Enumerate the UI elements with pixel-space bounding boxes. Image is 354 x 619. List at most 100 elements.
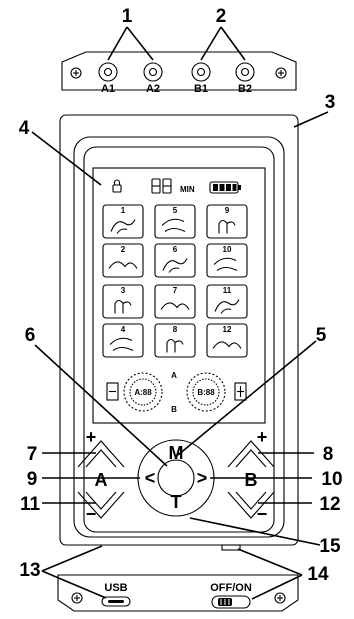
mode-number: 12 [223, 325, 232, 334]
jack-b2-label: B2 [238, 83, 252, 95]
channel-b-button[interactable]: B [245, 470, 258, 490]
minus-a-label: − [86, 504, 97, 524]
plus-b-label: + [257, 427, 268, 447]
screen-plus-box [234, 382, 247, 401]
callout-8: 8 [323, 444, 334, 465]
mode-tile: 3 [102, 284, 144, 319]
callout-13: 13 [19, 560, 40, 581]
top-connector-strip: A1 A2 B1 B2 [61, 51, 297, 95]
mode-tile: 11 [206, 284, 248, 319]
mode-number: 2 [121, 245, 126, 254]
mode-tile: 7 [154, 284, 196, 319]
mode-pictogram-icon [161, 218, 186, 232]
mode-pictogram-icon [160, 302, 190, 310]
minus-a-button[interactable] [77, 491, 125, 519]
jack-b1[interactable]: B1 [191, 62, 211, 95]
mode-number: 1 [121, 206, 126, 215]
mode-number: 5 [173, 206, 178, 215]
callout-11: 11 [20, 494, 41, 515]
dial-a-text: A:88 [134, 388, 152, 397]
mode-pictogram-icon [109, 337, 134, 351]
timer-unit: MIN [180, 185, 195, 194]
mode-tile: 12 [206, 323, 248, 358]
minus-b-label: − [257, 504, 268, 524]
controls: + A − + B − M T < > [77, 427, 275, 524]
timer-button[interactable]: T [171, 492, 182, 512]
mode-number: 3 [121, 286, 126, 295]
power-switch-tab [221, 544, 241, 551]
lock-icon [112, 179, 122, 193]
callout-6: 6 [25, 325, 36, 346]
minus-b-button[interactable] [227, 491, 275, 519]
plus-a-button[interactable] [77, 440, 125, 468]
mode-tile: 8 [154, 323, 196, 358]
jack-a1[interactable]: A1 [98, 62, 118, 95]
plus-a-label: + [86, 427, 97, 447]
bottom-connector-strip: USB OFF/ON [57, 574, 299, 612]
mode-number: 11 [223, 286, 232, 295]
mode-pictogram-icon [213, 257, 238, 271]
callout-5: 5 [316, 325, 327, 346]
mode-number: 8 [173, 325, 178, 334]
callout-leaders [31, 26, 329, 600]
callout-15: 15 [319, 536, 341, 557]
mode-pictogram-icon [166, 338, 184, 353]
screw-icon [71, 592, 83, 604]
screw-icon [275, 67, 287, 79]
callout-2: 2 [216, 6, 227, 27]
channel-a-button[interactable]: A [95, 470, 108, 490]
callout-10: 10 [321, 469, 342, 490]
dial-b-text: B:88 [197, 388, 215, 397]
battery-icon [209, 181, 241, 194]
callout-9: 9 [27, 469, 38, 490]
plus-b-button[interactable] [227, 440, 275, 468]
mode-tile: 4 [102, 323, 144, 358]
dial-channel-b: B:88 [186, 372, 226, 412]
dial-channel-a: A:88 [123, 372, 163, 412]
screen-channel-b: B [171, 405, 177, 414]
mode-number: 7 [173, 286, 178, 295]
mode-tile: 5 [154, 204, 196, 239]
mode-pictogram-icon [162, 258, 188, 273]
usb-port-icon[interactable] [101, 596, 131, 607]
mode-pictogram-icon [108, 261, 138, 269]
power-switch-icon[interactable] [211, 595, 251, 609]
screen-channel-a: A [171, 371, 177, 380]
mode-tile: 2 [102, 243, 144, 278]
callout-3: 3 [325, 92, 336, 113]
mode-number: 10 [223, 245, 232, 254]
callout-4: 4 [19, 118, 30, 139]
screw-icon [70, 67, 82, 79]
power-label: OFF/ON [210, 582, 252, 594]
mode-grid: 1 5 9 2 6 10 3 7 11 4 8 12 [102, 204, 248, 358]
right-button[interactable]: > [197, 468, 208, 488]
callout-14: 14 [307, 564, 329, 585]
mode-button[interactable]: M [169, 443, 184, 463]
callout-12: 12 [319, 494, 340, 515]
screen-minus-box [106, 382, 119, 401]
mode-number: 9 [225, 206, 230, 215]
mode-pictogram-icon [212, 341, 242, 349]
jack-a2-label: A2 [146, 83, 160, 95]
jack-b1-label: B1 [194, 83, 208, 95]
timer-digits [151, 178, 172, 194]
mode-tile: 6 [154, 243, 196, 278]
jack-a1-label: A1 [101, 83, 115, 95]
device-body [59, 114, 299, 546]
usb-label: USB [104, 582, 127, 594]
mode-pictogram-icon [110, 219, 136, 234]
mode-tile: 10 [206, 243, 248, 278]
mode-tile: 1 [102, 204, 144, 239]
mode-pictogram-icon [214, 299, 240, 314]
left-button[interactable]: < [145, 468, 156, 488]
mode-tile: 9 [206, 204, 248, 239]
jack-a2[interactable]: A2 [143, 62, 163, 95]
mode-number: 6 [173, 245, 178, 254]
mode-pictogram-icon [114, 299, 132, 314]
lcd-screen: MIN 1 5 9 2 6 10 3 7 11 4 8 12 A:88 [92, 167, 266, 424]
jack-b2[interactable]: B2 [235, 62, 255, 95]
screw-icon [274, 592, 286, 604]
callout-numbers: 1 2 3 4 5 6 7 8 9 10 11 12 13 14 15 [19, 6, 343, 585]
mode-pictogram-icon [218, 219, 236, 234]
